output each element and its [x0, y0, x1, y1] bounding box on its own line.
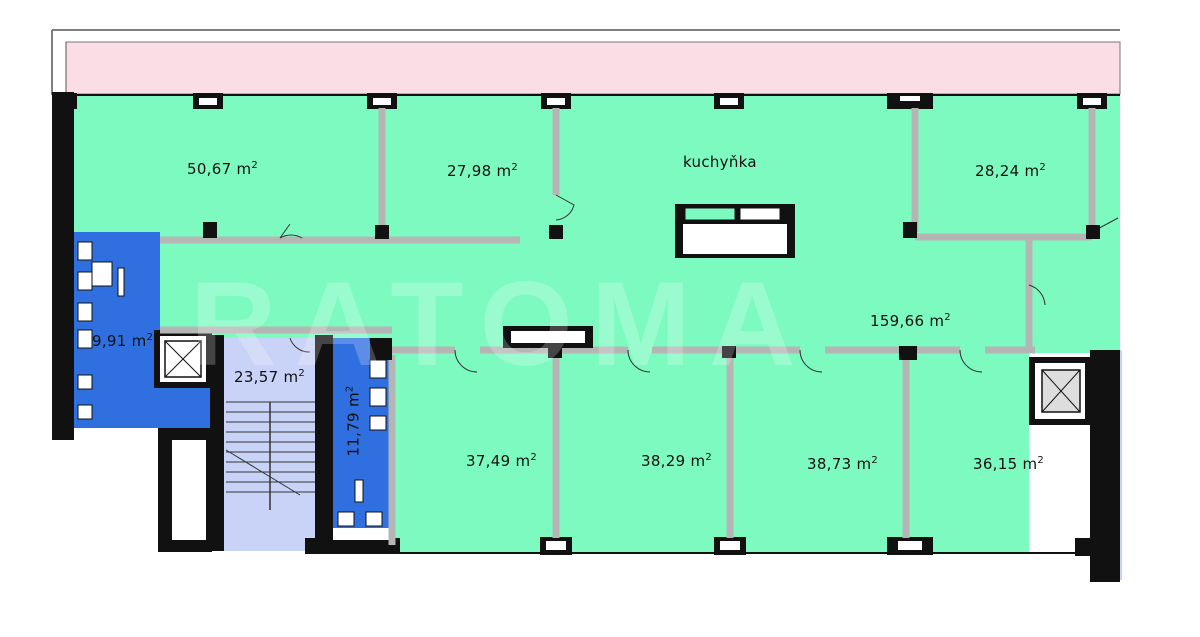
room-area-38a-unit: 2: [705, 452, 713, 463]
room-area-28: 28,24 m2: [975, 162, 1046, 180]
office-corridor: [155, 238, 1120, 353]
room-area-28-text: 28,24 m: [975, 162, 1040, 180]
room-area-27-text: 27,98 m: [447, 162, 512, 180]
corridor-area: 159,66 m2: [870, 312, 951, 330]
kitchen-stove: [684, 207, 736, 221]
room-area-36: 36,15 m2: [973, 455, 1044, 473]
wc-fixtures-mid: [337, 359, 387, 527]
reception-desk-top: [511, 331, 585, 343]
lift-right-x2: [1041, 369, 1081, 413]
wc-left-area-text: 9,91 m: [92, 332, 147, 350]
kitchen-counter-inner: [683, 224, 787, 254]
stairs-area: 23,57 m2: [234, 368, 305, 386]
lift-left-x2: [164, 340, 202, 378]
corridor-area-text: 159,66 m: [870, 312, 945, 330]
wc-left-area: 9,91 m2: [92, 332, 153, 350]
room-area-50-unit: 2: [251, 160, 259, 171]
room-area-38a-text: 38,29 m: [641, 452, 706, 470]
room-area-38a: 38,29 m2: [641, 452, 712, 470]
room-area-38b-text: 38,73 m: [807, 455, 872, 473]
stairs-area-unit: 2: [298, 368, 306, 379]
pillars: [203, 222, 1100, 360]
wc-mid-area-unit: 2: [344, 385, 356, 393]
office-area-top: [70, 95, 1120, 240]
watermark: RATOMA: [190, 257, 814, 391]
terrace: [65, 41, 1121, 95]
void-mid: [333, 528, 391, 540]
partitions: [160, 108, 1096, 545]
kitchen-sink: [739, 207, 781, 221]
office-right-strip: [1029, 238, 1099, 353]
room-area-50-text: 50,67 m: [187, 160, 252, 178]
office-area-bottom: [392, 350, 1029, 553]
room-area-27-unit: 2: [511, 162, 519, 173]
wc-left-area-unit: 2: [146, 332, 154, 343]
stair-treads: [225, 401, 316, 510]
kitchen-label: kuchyňka: [683, 153, 757, 171]
column-holes: [199, 96, 1101, 550]
lift-left-box: [164, 340, 202, 378]
corridor-area-unit: 2: [944, 312, 951, 323]
room-area-36-unit: 2: [1037, 455, 1045, 466]
void-left: [172, 440, 206, 540]
stairs-area-text: 23,57 m: [234, 368, 299, 386]
wc-left-lower: [155, 385, 212, 428]
room-area-28-unit: 2: [1039, 162, 1047, 173]
room-area-36-text: 36,15 m: [973, 455, 1038, 473]
room-area-38b: 38,73 m2: [807, 455, 878, 473]
room-area-27: 27,98 m2: [447, 162, 518, 180]
room-area-38b-unit: 2: [871, 455, 879, 466]
wc-fixtures-left: [77, 241, 125, 420]
door-swings: [279, 194, 1119, 373]
room-area-37-unit: 2: [530, 452, 538, 463]
room-area-37-text: 37,49 m: [466, 452, 531, 470]
wc-mid-area-text: 11,79 m: [344, 392, 363, 457]
room-area-37: 37,49 m2: [466, 452, 537, 470]
wc-mid-area: 11,79 m2: [345, 385, 363, 456]
room-area-50: 50,67 m2: [187, 160, 258, 178]
